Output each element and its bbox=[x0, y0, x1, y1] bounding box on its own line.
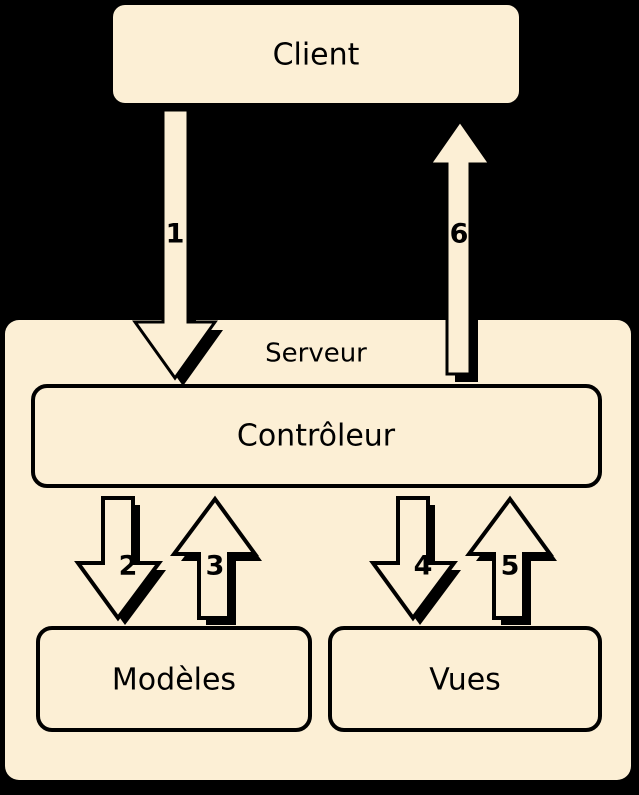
vues-box bbox=[328, 626, 602, 732]
node-modeles[interactable]: Modèles bbox=[36, 626, 312, 732]
client-box bbox=[113, 5, 519, 103]
arrow-1-number: 1 bbox=[166, 219, 185, 250]
node-vues[interactable]: Vues bbox=[328, 626, 602, 732]
arrow-6-body bbox=[427, 118, 493, 376]
node-client[interactable]: Client bbox=[113, 5, 519, 103]
arrow-6[interactable]: 6 bbox=[427, 118, 498, 382]
arrow-2-number: 2 bbox=[119, 551, 138, 582]
modeles-box bbox=[36, 626, 312, 732]
arrow-2-body bbox=[74, 496, 163, 622]
arrow-5[interactable]: 5 bbox=[465, 495, 557, 625]
arrow-3-number: 3 bbox=[206, 551, 225, 582]
arrow-3-body bbox=[170, 495, 259, 620]
serveur-label: Serveur bbox=[265, 339, 367, 369]
arrow-4[interactable]: 4 bbox=[369, 496, 461, 625]
arrow-1[interactable]: 1 bbox=[132, 108, 223, 386]
arrow-3[interactable]: 3 bbox=[170, 495, 262, 625]
arrow-6-number: 6 bbox=[450, 219, 469, 250]
controleur-box bbox=[31, 384, 602, 488]
arrow-4-body bbox=[369, 496, 458, 622]
arrow-2[interactable]: 2 bbox=[74, 496, 166, 625]
modeles-label: Modèles bbox=[112, 663, 236, 698]
client-label: Client bbox=[273, 38, 360, 73]
node-controleur[interactable]: Contrôleur bbox=[31, 384, 602, 488]
controleur-label: Contrôleur bbox=[237, 419, 396, 454]
arrow-1-body bbox=[132, 108, 218, 381]
arrow-5-body bbox=[465, 495, 554, 620]
arrow-4-number: 4 bbox=[414, 551, 433, 582]
vues-label: Vues bbox=[429, 663, 501, 698]
arrow-5-number: 5 bbox=[501, 551, 520, 582]
